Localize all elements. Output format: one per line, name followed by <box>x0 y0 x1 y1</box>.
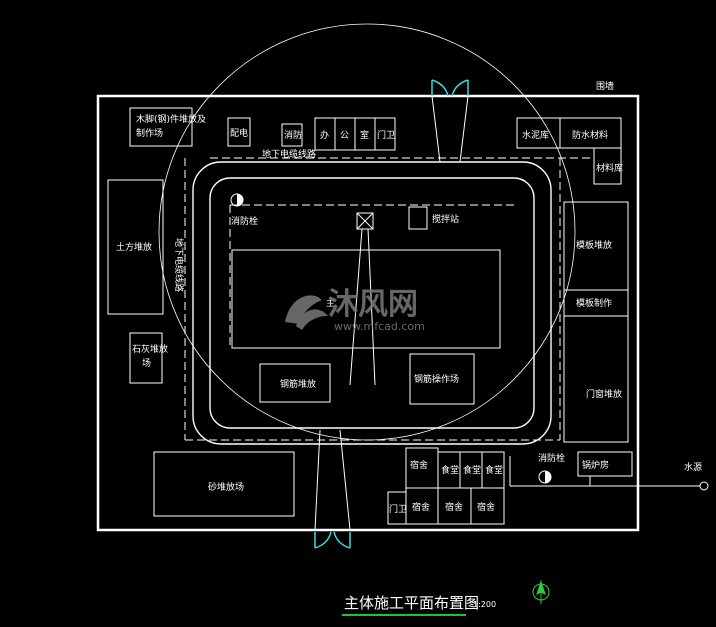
firehouse-label: 消防 <box>284 129 302 141</box>
rebar-work-label: 钢筋操作场 <box>414 373 459 385</box>
rebar-pile-box <box>259 363 331 403</box>
north-arrow-icon <box>532 580 550 604</box>
lime-pile-label-2: 场 <box>142 358 151 369</box>
material-store-label: 材料库 <box>596 162 623 174</box>
dorm-4-label: 宿舍 <box>477 501 495 513</box>
site-boundary-wall <box>96 94 640 532</box>
gate-guard-label: 门卫 <box>389 503 407 515</box>
rebar-pile-label: 钢筋堆放 <box>280 378 316 390</box>
ring-road-inner <box>209 177 535 429</box>
sand-yard-label: 砂堆放场 <box>208 481 244 493</box>
door-frame-pile-label: 门窗堆放 <box>586 388 622 400</box>
water-source-icon <box>699 481 709 491</box>
main-label: 主 <box>326 297 335 309</box>
cable-side-label: 地下电缆线路 <box>173 238 185 292</box>
canteen-1-label: 食堂 <box>441 464 459 476</box>
mixing-station-label: 搅拌站 <box>432 213 459 225</box>
fire-hydrant-1-label: 消防栓 <box>231 215 258 227</box>
watermark-logo-icon <box>285 295 328 330</box>
right-facilities <box>563 201 629 443</box>
boiler-label: 锅炉房 <box>582 459 609 471</box>
office-char-1: 办 <box>320 129 329 141</box>
top-facilities <box>129 107 622 185</box>
earth-pile-label: 土方堆放 <box>116 241 152 253</box>
bottom-gate <box>314 531 351 549</box>
rebar-yard-label-1: 木脚(钢)件堆放及 <box>136 113 206 125</box>
left-facilities <box>107 179 164 384</box>
power-label: 配电 <box>230 127 248 139</box>
office-char-2: 公 <box>340 130 349 141</box>
wall-label: 围墙 <box>596 80 614 92</box>
rebar-work-box <box>409 353 475 405</box>
rebar-yard-label-2: 制作场 <box>136 127 163 139</box>
fire-hydrant-2-label: 消防栓 <box>538 452 565 464</box>
watermark-url: www.mfcad.com <box>334 320 425 333</box>
main-building <box>231 249 501 349</box>
tower-crane <box>349 212 376 386</box>
utility-lines <box>184 157 590 441</box>
drawing-scale: 1:200 <box>473 600 496 609</box>
formwork-pile-label: 模板堆放 <box>576 239 612 251</box>
top-gate <box>431 79 469 97</box>
underground-cable-label: 地下电缆线路 <box>262 148 316 160</box>
formwork-make-label: 模板制作 <box>576 297 612 309</box>
dorm-3-label: 宿舍 <box>445 501 463 513</box>
mixing-station-box <box>408 206 428 230</box>
fire-hydrant-2-icon-fill <box>545 471 551 483</box>
water-source-label: 水源 <box>684 461 702 473</box>
canteen-2-label: 食堂 <box>463 464 481 476</box>
dorm-2-label: 宿舍 <box>412 501 430 513</box>
drawing-title: 主体施工平面布置图 <box>344 594 479 612</box>
crane-radius-circle <box>158 23 576 441</box>
watermark: 沐风网 www.mfcad.com <box>285 287 425 333</box>
office-char-3: 室 <box>360 129 369 141</box>
fire-hydrant-icon-fill <box>237 194 243 206</box>
canteen-3-label: 食堂 <box>485 464 503 476</box>
cement-store-label: 水泥库 <box>522 129 549 141</box>
access-lanes <box>314 95 469 531</box>
ring-road-outer <box>192 161 552 445</box>
waterproof-store-label: 防水材料 <box>572 129 608 141</box>
boiler-box <box>577 451 633 477</box>
sand-yard-box <box>153 451 295 517</box>
dorm-1-label: 宿舍 <box>410 459 428 471</box>
watermark-brand: 沐风网 <box>328 287 418 322</box>
guardroom-label: 门卫 <box>377 129 395 141</box>
water-supply-line <box>509 456 700 487</box>
lime-pile-label-1: 石灰堆放 <box>132 343 168 355</box>
dorm-block <box>387 447 505 525</box>
